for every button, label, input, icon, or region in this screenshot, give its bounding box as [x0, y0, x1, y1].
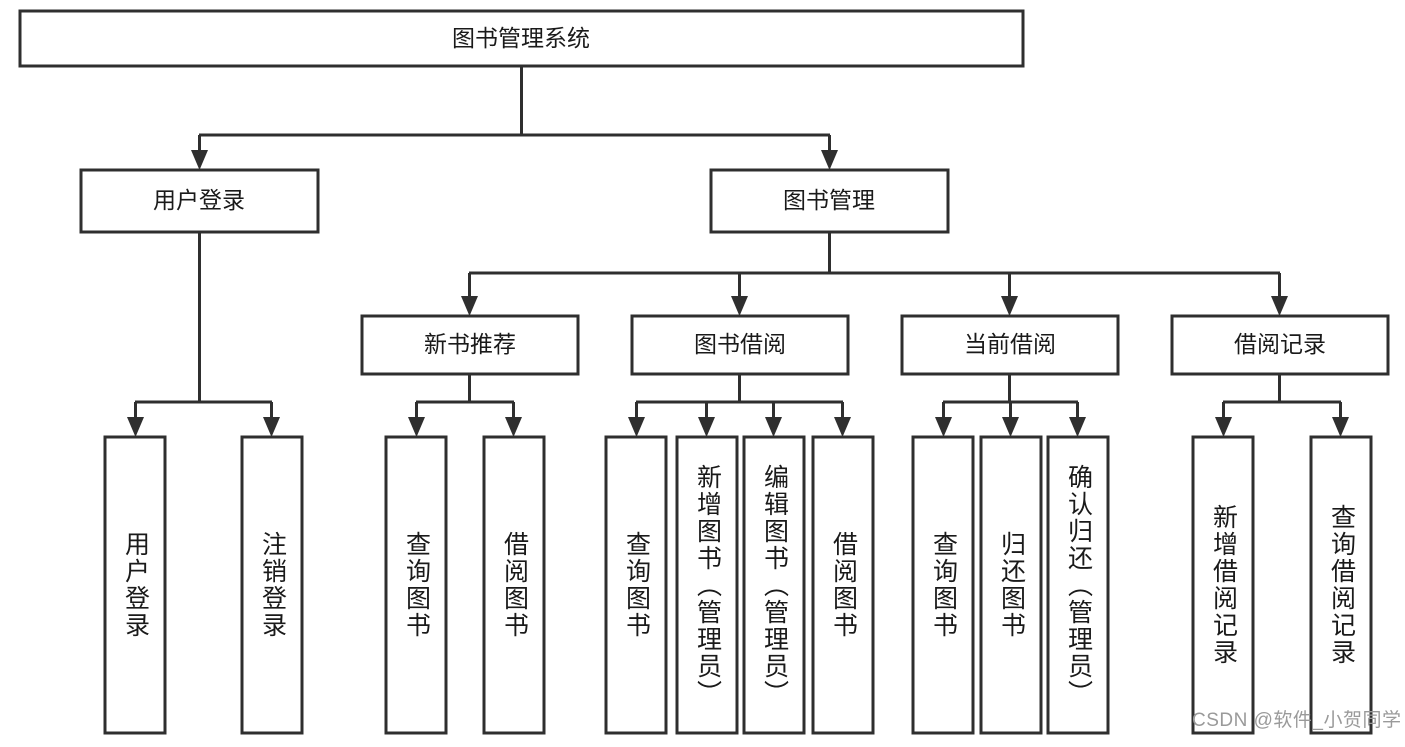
arrow-head-leaf-query-book-current	[935, 417, 952, 437]
arrow-head-leaf-borrow-book	[834, 417, 851, 437]
node-leaf-return-book-box[interactable]	[979, 435, 1043, 735]
arrow-head-book-borrow	[731, 296, 748, 316]
node-borrow-record[interactable]: 借阅记录	[1170, 314, 1390, 376]
node-user-login[interactable]: 用户登录	[79, 168, 320, 234]
arrow-head-leaf-query-borrow-record	[1332, 417, 1349, 437]
node-current-borrow-label: 当前借阅	[964, 331, 1056, 357]
arrow-head-leaf-user-login	[127, 417, 144, 437]
node-leaf-logout-box[interactable]	[240, 435, 304, 735]
node-leaf-query-book-current-box[interactable]	[911, 435, 975, 735]
arrow-head-leaf-edit-book	[765, 417, 782, 437]
node-new-book-recommend-box[interactable]	[360, 314, 580, 376]
edge-group-root-to-level2	[191, 66, 838, 170]
node-leaf-add-borrow-record-box[interactable]	[1191, 435, 1255, 735]
node-leaf-query-book-rec-box[interactable]	[384, 435, 448, 735]
node-book-management-label: 图书管理	[783, 187, 875, 213]
node-borrow-record-box[interactable]	[1170, 314, 1390, 376]
edge-group-borrow-record-leaves	[1215, 374, 1349, 437]
arrow-head-user-login	[191, 150, 208, 170]
node-book-borrow-label: 图书借阅	[694, 331, 786, 357]
csdn-watermark: CSDN @软件_小贺同学	[1192, 710, 1402, 731]
node-leaf-confirm-return-box[interactable]	[1046, 435, 1110, 735]
node-book-management-box[interactable]	[709, 168, 950, 234]
node-leaf-edit-book-box[interactable]	[742, 435, 806, 735]
arrow-head-leaf-add-book	[698, 417, 715, 437]
edge-group-user-login-leaves	[127, 232, 280, 437]
node-leaf-user-login-box[interactable]	[103, 435, 167, 735]
node-root-label: 图书管理系统	[452, 25, 590, 51]
arrow-head-leaf-borrow-book-rec	[505, 417, 522, 437]
node-leaf-query-book-borrow-box[interactable]	[604, 435, 668, 735]
edge-group-new-book-recommend-leaves	[408, 374, 522, 437]
edge-group-book-management-to-level3	[461, 232, 1288, 316]
arrow-head-leaf-return-book	[1002, 417, 1019, 437]
leaf-boxes	[103, 435, 1373, 735]
node-book-borrow[interactable]: 图书借阅	[630, 314, 850, 376]
arrow-head-leaf-logout	[263, 417, 280, 437]
arrow-head-leaf-add-borrow-record	[1215, 417, 1232, 437]
node-book-management[interactable]: 图书管理	[709, 168, 950, 234]
node-user-login-box[interactable]	[79, 168, 320, 234]
arrow-head-new-book-recommend	[461, 296, 478, 316]
node-book-borrow-box[interactable]	[630, 314, 850, 376]
node-new-book-recommend-label: 新书推荐	[424, 331, 516, 357]
node-new-book-recommend[interactable]: 新书推荐	[360, 314, 580, 376]
node-leaf-add-book-box[interactable]	[675, 435, 739, 735]
node-leaf-borrow-book-box[interactable]	[811, 435, 875, 735]
node-current-borrow[interactable]: 当前借阅	[900, 314, 1120, 376]
arrow-head-borrow-record	[1271, 296, 1288, 316]
arrow-head-leaf-query-book-borrow	[628, 417, 645, 437]
arrow-head-leaf-query-book-rec	[408, 417, 425, 437]
edge-group-current-borrow-leaves	[935, 374, 1086, 437]
node-leaf-query-borrow-record-box[interactable]	[1309, 435, 1373, 735]
node-borrow-record-label: 借阅记录	[1234, 331, 1326, 357]
node-root[interactable]: 图书管理系统	[18, 9, 1025, 68]
node-current-borrow-box[interactable]	[900, 314, 1120, 376]
node-root-box[interactable]	[18, 9, 1025, 68]
edge-group-book-borrow-leaves	[628, 374, 851, 437]
arrow-head-book-management	[821, 150, 838, 170]
node-user-login-label: 用户登录	[153, 187, 245, 213]
arrow-head-leaf-confirm-return	[1069, 417, 1086, 437]
arrow-head-current-borrow	[1001, 296, 1018, 316]
node-leaf-borrow-book-rec-box[interactable]	[482, 435, 546, 735]
